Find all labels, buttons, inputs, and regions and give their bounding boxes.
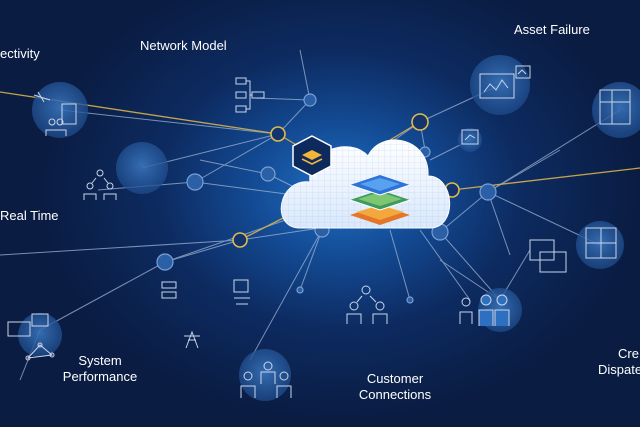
peripheral-icons (7, 65, 631, 398)
label-customer-connections-line2: Connections (358, 387, 432, 402)
map-screens-icon (529, 227, 617, 273)
flowchart-icon (235, 77, 265, 113)
label-crew-dispatch: Cre Dispate (598, 346, 640, 378)
tower-icon (184, 330, 200, 349)
label-crew-dispatch-line1: Cre (618, 346, 639, 361)
label-customer-connections-line1: Customer (366, 371, 424, 386)
layer-stack-badge-icon (292, 135, 332, 177)
small-nodes (156, 93, 497, 304)
label-system-performance-line2: Performance (62, 369, 138, 384)
network-graph-icon (7, 313, 55, 361)
panel-icon (599, 89, 631, 125)
large-nodes (18, 55, 640, 401)
chart-icon (461, 129, 479, 145)
crew-people-icon (459, 294, 510, 326)
label-network-model: Network Model (140, 38, 227, 53)
devices-icon (33, 91, 77, 136)
label-real-time: Real Time (0, 208, 59, 223)
label-system-performance: System Performance (58, 353, 142, 385)
label-crew-dispatch-line2: Dispate (598, 362, 640, 377)
people-group-icon (83, 169, 117, 200)
map-layers-icon (349, 175, 411, 225)
label-system-performance-line1: System (78, 353, 122, 368)
label-connectivity: ectivity (0, 46, 40, 61)
label-asset-failure: Asset Failure (514, 22, 590, 37)
staff-icon (240, 361, 292, 398)
database-icon (161, 279, 250, 305)
label-customer-connections: Customer Connections (350, 371, 440, 403)
dashboard-icon (479, 65, 531, 99)
customers-icon (346, 285, 388, 324)
